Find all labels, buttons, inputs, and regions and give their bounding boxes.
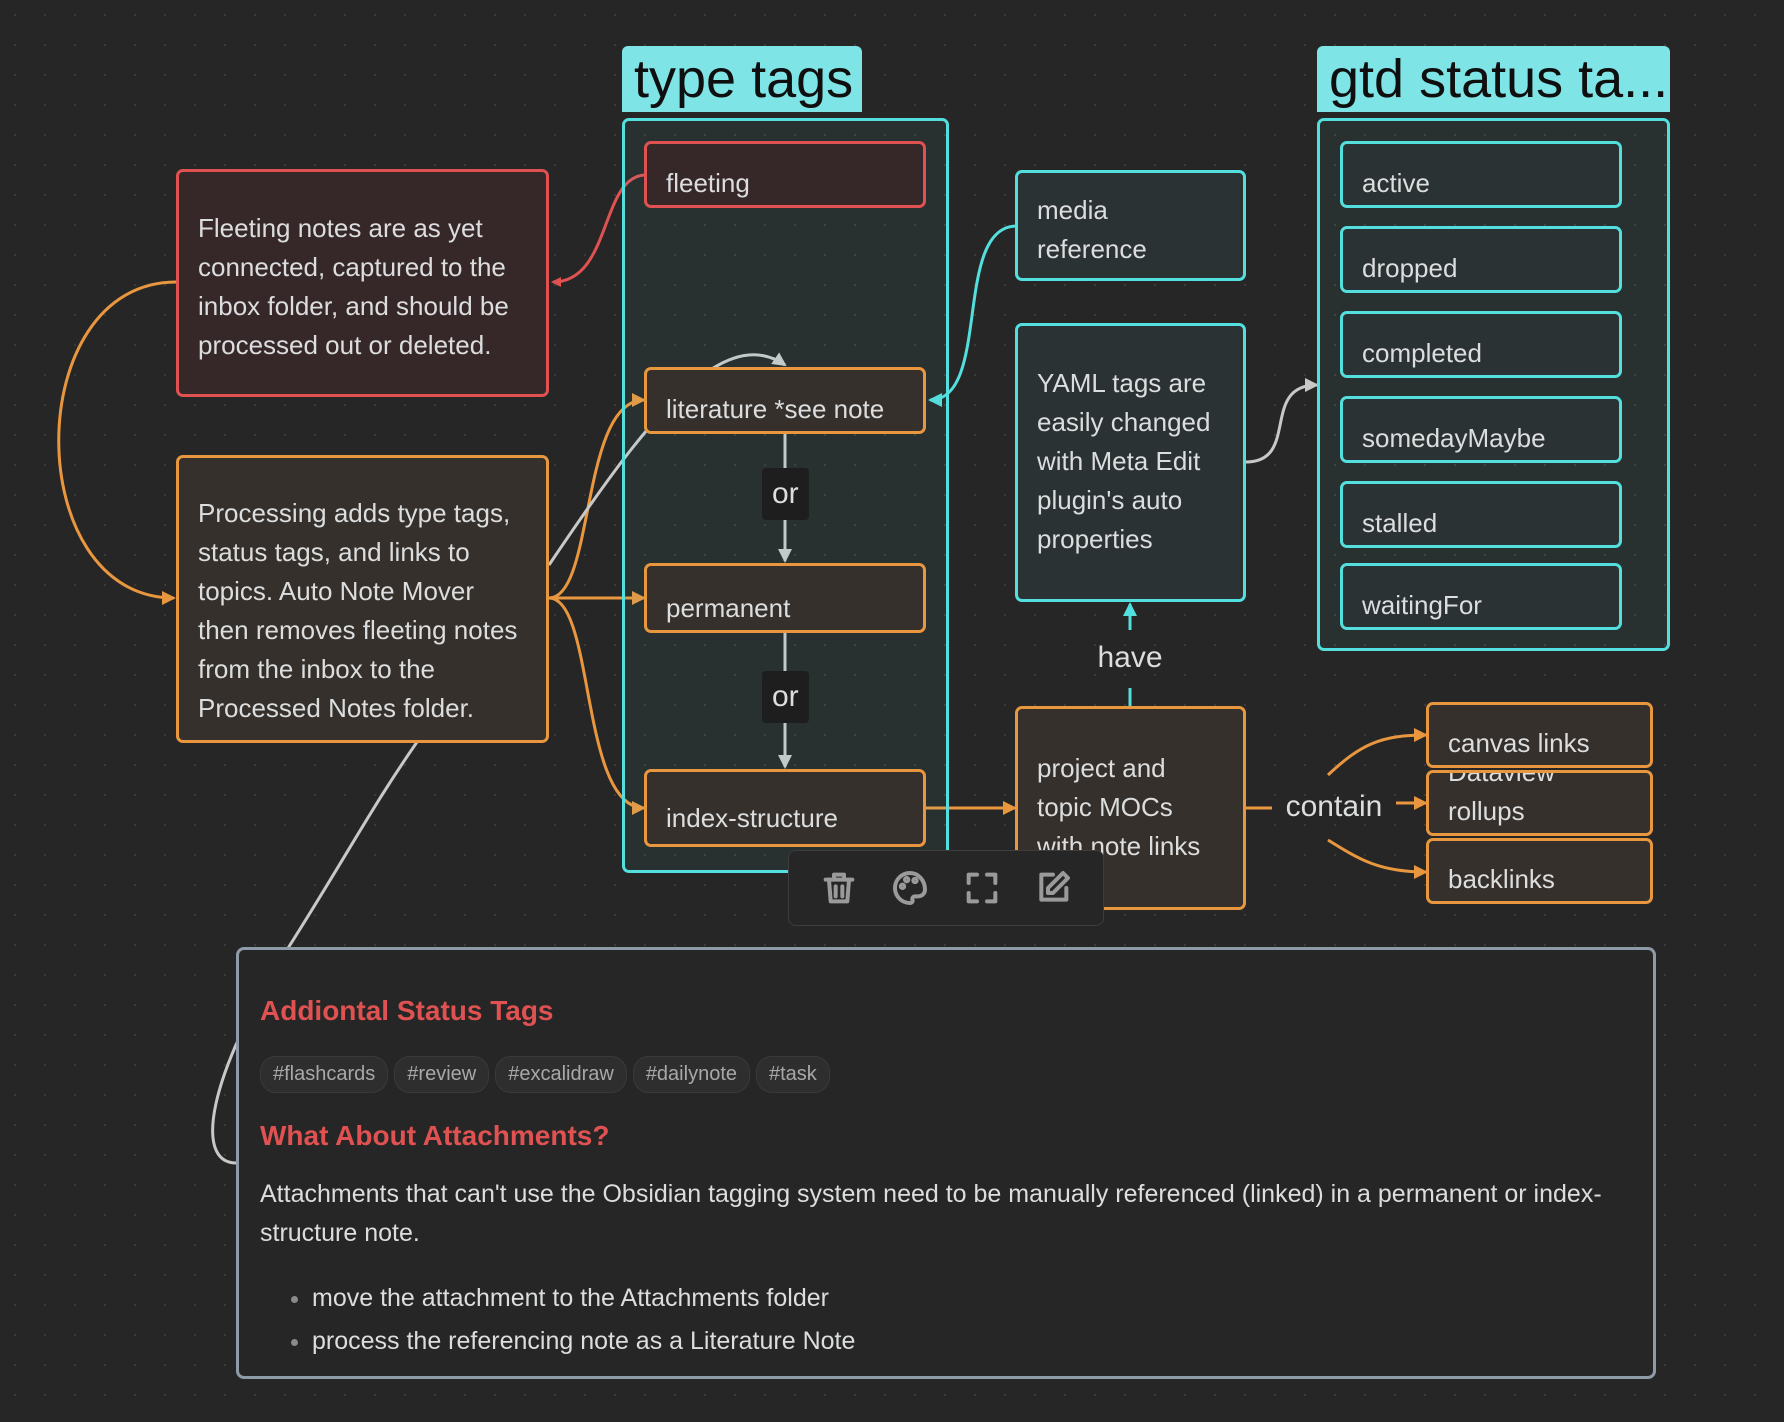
media-reference-node[interactable]: media reference — [1015, 170, 1246, 281]
fleeting-tag-node[interactable]: fleeting — [644, 141, 926, 208]
status-active-node[interactable]: active — [1340, 141, 1622, 208]
edit-button[interactable] — [1029, 864, 1077, 912]
index-structure-tag-node[interactable]: index-structure — [644, 769, 926, 847]
status-dropped-label: dropped — [1362, 253, 1458, 283]
status-someday-node[interactable]: somedayMaybe — [1340, 396, 1622, 463]
tag-list: #flashcards #review #excalidraw #dailyno… — [260, 1056, 830, 1093]
edge-media-to-literature — [928, 224, 1018, 407]
status-waiting-node[interactable]: waitingFor — [1340, 563, 1622, 630]
yaml-tags-node[interactable]: YAML tags are easily changed with Meta E… — [1015, 323, 1246, 602]
edge-fleeting-to-desc — [551, 173, 647, 287]
status-completed-label: completed — [1362, 338, 1482, 368]
index-structure-tag-label: index-structure — [666, 803, 838, 833]
literature-tag-node[interactable]: literature *see note — [644, 367, 926, 434]
edge-desc-to-processing — [57, 280, 177, 605]
tag-review[interactable]: #review — [394, 1056, 490, 1093]
edge-contain-to-backlinks — [1327, 838, 1428, 879]
permanent-tag-label: permanent — [666, 593, 791, 623]
fit-icon — [966, 872, 998, 904]
tag-excalidraw[interactable]: #excalidraw — [495, 1056, 627, 1093]
zoom-to-selection-button[interactable] — [958, 864, 1006, 912]
fleeting-description-node[interactable]: Fleeting notes are as yet connected, cap… — [176, 169, 549, 397]
group-label-gtd-status[interactable]: gtd status ta... — [1317, 46, 1670, 112]
edge-label-contain[interactable]: contain — [1285, 790, 1383, 823]
palette-icon — [893, 871, 928, 905]
status-active-label: active — [1362, 168, 1430, 198]
status-stalled-label: stalled — [1362, 508, 1438, 538]
dataview-rollups-label: Dataview rollups — [1448, 770, 1555, 826]
canvas-links-node[interactable]: canvas links — [1426, 702, 1653, 768]
card-heading-attachments: What About Attachments? — [260, 1120, 610, 1151]
edge-label-have[interactable]: have — [1097, 641, 1163, 674]
list-item: move the attachment to the Attachments f… — [312, 1277, 855, 1320]
selection-toolbar — [788, 850, 1104, 926]
color-button[interactable] — [886, 864, 934, 912]
edge-yaml-to-gtd — [1245, 378, 1319, 464]
fleeting-tag-label: fleeting — [666, 168, 750, 198]
status-dropped-node[interactable]: dropped — [1340, 226, 1622, 293]
processing-description-node[interactable]: Processing adds type tags, status tags, … — [176, 455, 549, 743]
delete-button[interactable] — [815, 864, 863, 912]
literature-tag-label: literature *see note — [666, 394, 885, 424]
tag-task[interactable]: #task — [756, 1056, 830, 1093]
note-card[interactable]: Addiontal Status Tags #flashcards #revie… — [236, 947, 1656, 1379]
status-stalled-node[interactable]: stalled — [1340, 481, 1622, 548]
permanent-tag-node[interactable]: permanent — [644, 563, 926, 633]
backlinks-node[interactable]: backlinks — [1426, 838, 1653, 904]
status-someday-label: somedayMaybe — [1362, 423, 1546, 453]
edge-contain-to-canvas — [1326, 728, 1428, 777]
edge-label-or-1[interactable]: or — [762, 468, 809, 520]
edge-label-or-2[interactable]: or — [762, 671, 809, 723]
backlinks-label: backlinks — [1448, 864, 1555, 894]
status-waiting-label: waitingFor — [1362, 590, 1482, 620]
canvas-links-label: canvas links — [1448, 728, 1590, 758]
tag-dailynote[interactable]: #dailynote — [632, 1056, 750, 1093]
card-bullet-list: move the attachment to the Attachments f… — [260, 1277, 855, 1363]
dataview-rollups-node[interactable]: Dataview rollups — [1426, 770, 1653, 836]
status-completed-node[interactable]: completed — [1340, 311, 1622, 378]
edge-card-to-literature — [211, 741, 419, 1165]
edit-icon — [1039, 871, 1071, 902]
trash-icon — [823, 872, 855, 904]
card-heading-status-tags: Addiontal Status Tags — [260, 995, 554, 1026]
card-paragraph: Attachments that can't use the Obsidian … — [260, 1180, 1602, 1247]
list-item: process the referencing note as a Litera… — [312, 1320, 855, 1363]
group-label-type-tags[interactable]: type tags — [622, 46, 862, 112]
tag-flashcards[interactable]: #flashcards — [260, 1056, 389, 1093]
